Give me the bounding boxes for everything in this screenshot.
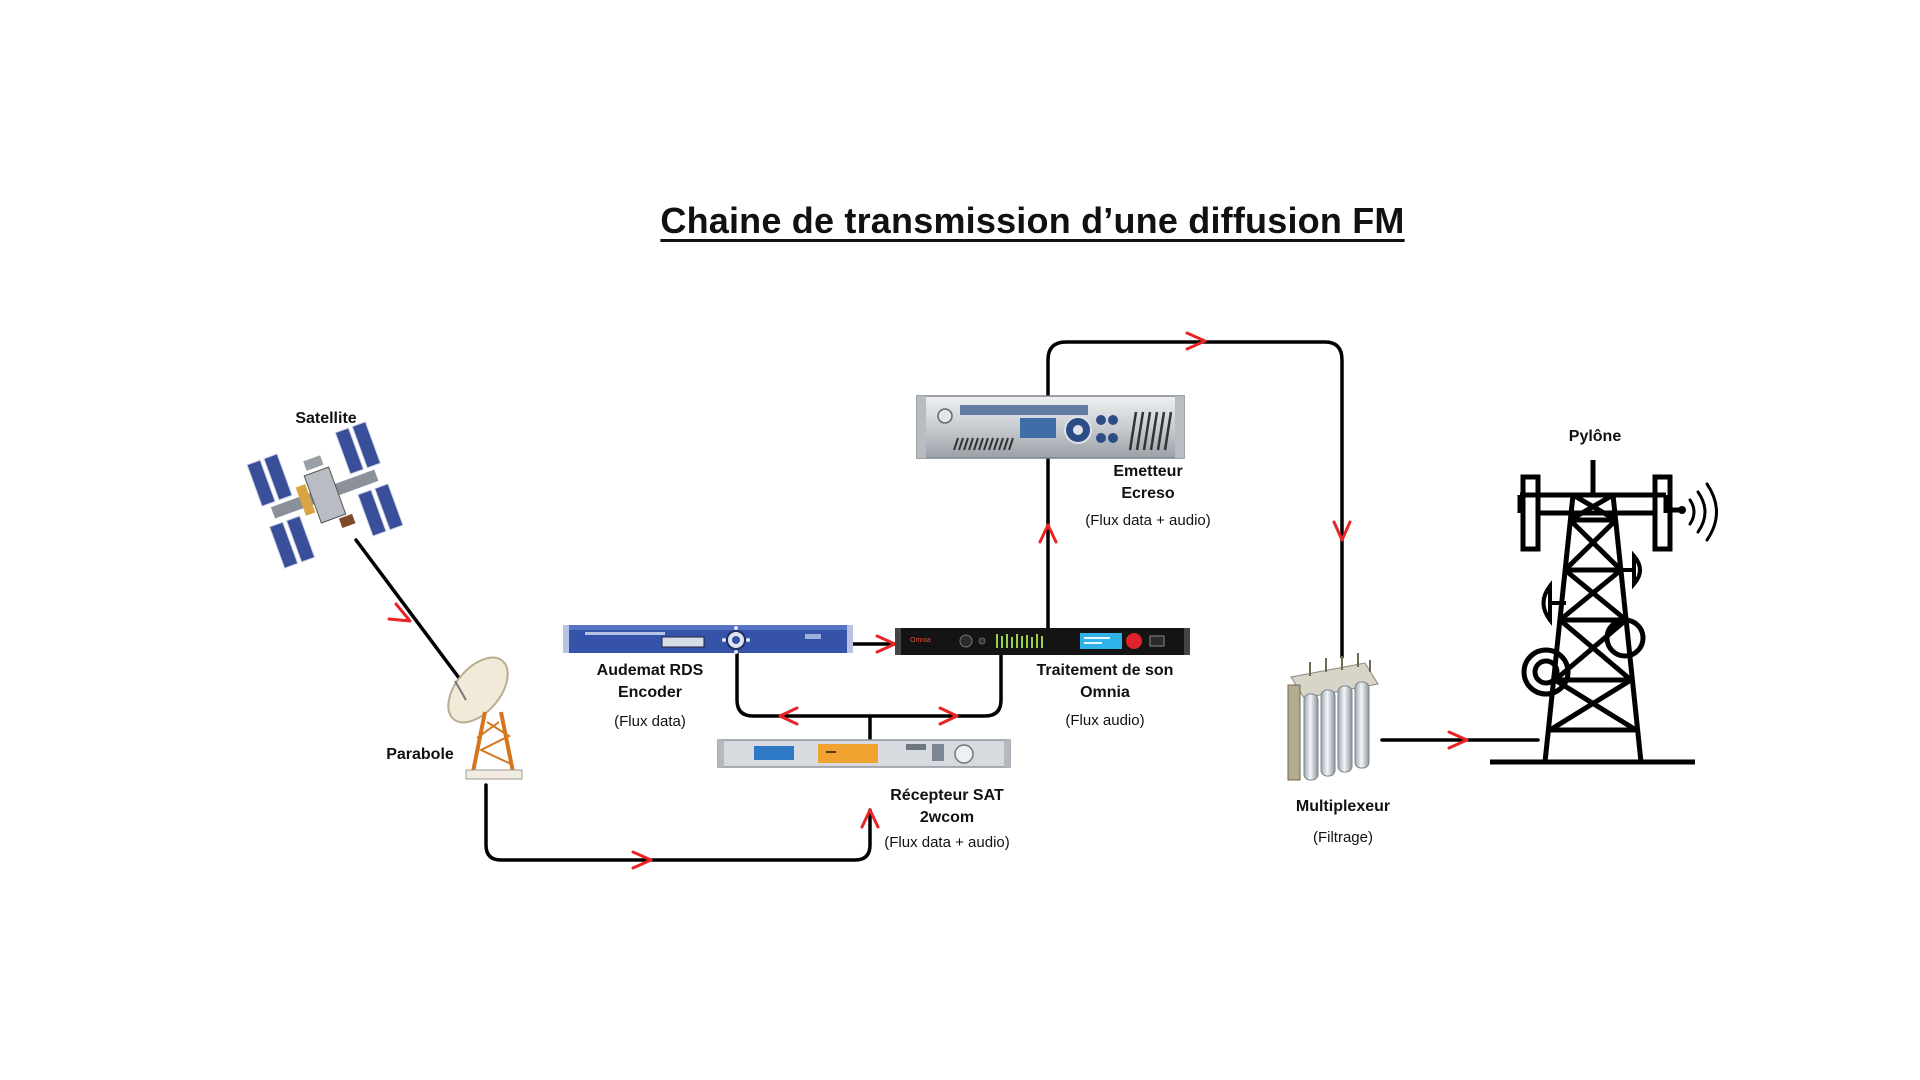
receiver-name-line2: 2wcom bbox=[919, 809, 975, 826]
pylone-label: Pylône bbox=[1568, 428, 1622, 445]
parabole-icon bbox=[447, 656, 523, 780]
link-emetteur-multiplexeur bbox=[1046, 340, 1344, 659]
arrow-top-right bbox=[1185, 331, 1207, 351]
arrow-down-multiplexeur bbox=[1332, 520, 1352, 542]
omnia-name-line1: Traitement de son bbox=[1036, 662, 1174, 679]
rds-encoder-name-line1: Audemat RDS bbox=[596, 662, 704, 679]
sat-receiver-device bbox=[717, 739, 1011, 768]
emetteur-name-line1: Emetteur bbox=[1113, 463, 1183, 480]
multiplexeur-label: Multiplexeur bbox=[1295, 798, 1391, 815]
connections bbox=[354, 340, 1540, 862]
omnia-label: Traitement de son Omnia bbox=[1010, 660, 1200, 704]
omnia-name-line2: Omnia bbox=[1080, 684, 1130, 701]
receiver-label: Récepteur SAT 2wcom bbox=[867, 785, 1027, 829]
parabole-label: Parabole bbox=[386, 746, 454, 763]
arrow-multiplexeur-pylone bbox=[1447, 730, 1469, 750]
rds-encoder-note: (Flux data) bbox=[614, 713, 686, 730]
rds-encoder-name-line2: Encoder bbox=[617, 684, 682, 701]
arrow-receiver-up bbox=[860, 808, 880, 829]
link-parabole-receiver bbox=[484, 783, 872, 862]
diagram-title: Chaine de transmission d’une diffusion F… bbox=[660, 200, 1405, 241]
arrow-satellite-parabole bbox=[387, 602, 412, 623]
rds-encoder-device bbox=[563, 625, 853, 654]
pylone-icon bbox=[1490, 460, 1695, 765]
emetteur-name-line2: Ecreso bbox=[1121, 485, 1175, 502]
receiver-note: (Flux data + audio) bbox=[884, 834, 1010, 851]
satellite-label: Satellite bbox=[295, 410, 357, 427]
satellite-icon bbox=[246, 421, 404, 569]
rds-encoder-label: Audemat RDS Encoder bbox=[570, 660, 730, 704]
emetteur-label: Emetteur Ecreso bbox=[1078, 461, 1218, 505]
omnia-processor-device: Omnia bbox=[895, 628, 1190, 655]
link-satellite-parabole bbox=[354, 538, 470, 692]
ecreso-transmitter-device bbox=[916, 395, 1185, 459]
omnia-logo: Omnia bbox=[910, 637, 931, 644]
omnia-note: (Flux audio) bbox=[1065, 712, 1145, 729]
arrow-bus-right bbox=[938, 706, 959, 726]
radio-waves-icon bbox=[1688, 482, 1718, 542]
multiplexeur-icon bbox=[1287, 653, 1379, 781]
multiplexeur-note: (Filtrage) bbox=[1312, 829, 1373, 846]
arrow-bus-left bbox=[778, 706, 799, 726]
antenna-dot bbox=[1678, 506, 1686, 514]
arrow-parabole-receiver bbox=[631, 850, 653, 870]
emetteur-note: (Flux data + audio) bbox=[1085, 512, 1211, 529]
link-rds-omnia-bus bbox=[735, 650, 1003, 718]
arrow-emetteur-up bbox=[1038, 523, 1058, 544]
receiver-name-line1: Récepteur SAT bbox=[890, 787, 1004, 804]
